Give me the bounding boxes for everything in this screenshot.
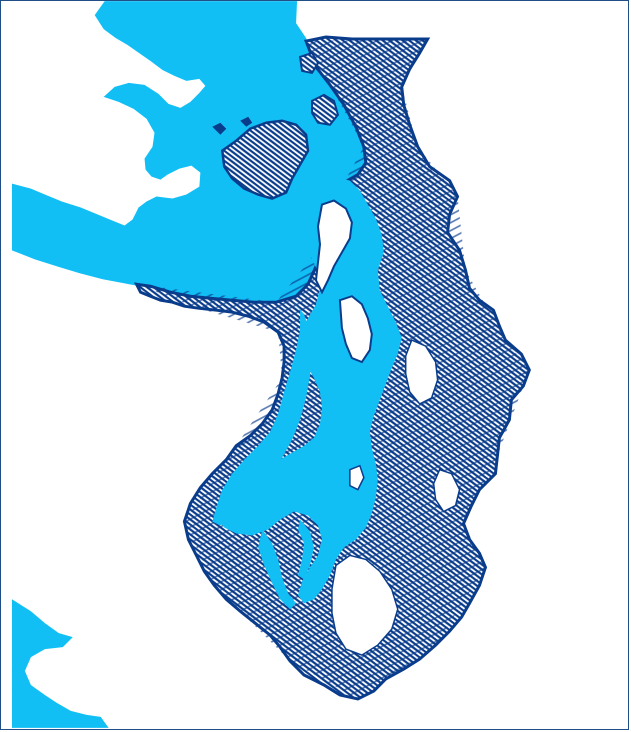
island-small bbox=[212, 122, 227, 135]
island-large bbox=[220, 119, 310, 200]
bay-water bbox=[11, 599, 109, 728]
vashon-island bbox=[338, 295, 373, 364]
hood-canal-water bbox=[212, 300, 313, 526]
lowland-central bbox=[432, 468, 461, 513]
south-inlet-2 bbox=[298, 519, 315, 580]
islet-1 bbox=[349, 464, 365, 491]
bay-water-small bbox=[11, 669, 21, 691]
strait-water bbox=[11, 1, 368, 305]
lowland-east bbox=[404, 339, 439, 405]
puget-sound-water bbox=[218, 176, 402, 604]
island-small2 bbox=[240, 116, 253, 127]
island-north bbox=[311, 93, 340, 126]
island-north2 bbox=[298, 51, 320, 75]
kitsap-land bbox=[314, 199, 353, 295]
lowland-south bbox=[331, 554, 399, 656]
